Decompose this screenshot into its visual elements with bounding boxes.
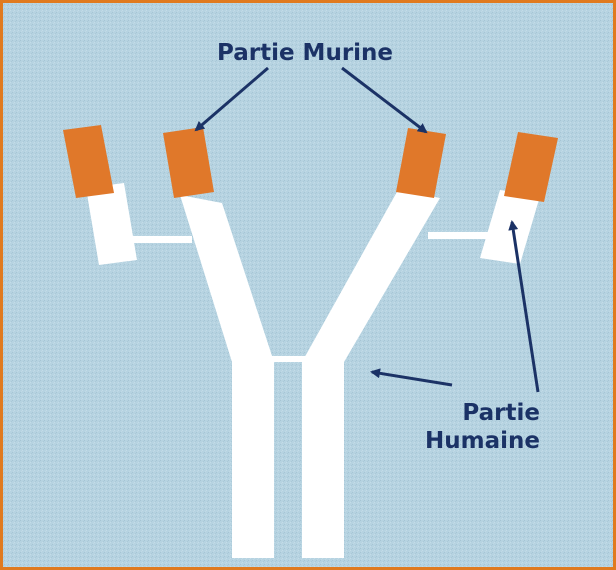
light-chain-link-right — [428, 232, 498, 239]
label-partie-humaine-line1: Partie — [462, 400, 540, 426]
label-partie-murine: Partie Murine — [217, 40, 393, 66]
label-partie-humaine-line2: Humaine — [425, 428, 540, 454]
light-chain-link-left — [120, 236, 192, 243]
fc-stem-right — [302, 358, 344, 558]
hinge-bridge — [268, 356, 308, 362]
fc-stem-left — [232, 358, 274, 558]
